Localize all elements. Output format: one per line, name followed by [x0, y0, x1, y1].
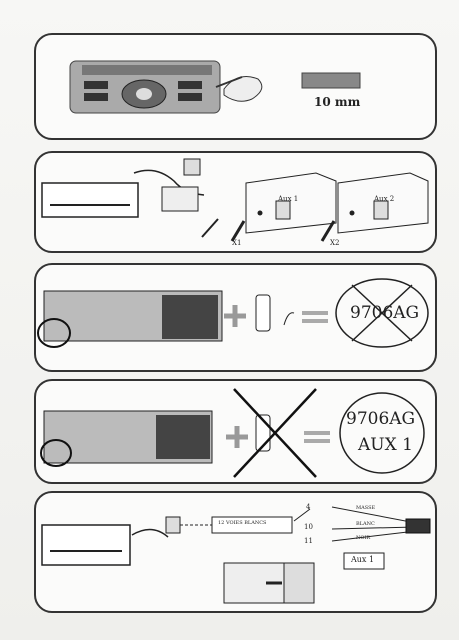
connector-wiring-illustration	[41, 158, 429, 242]
aux-left-unit	[245, 172, 337, 234]
wiring-install-illustration	[41, 506, 431, 604]
wire-4-label: MASSE	[356, 505, 376, 511]
radio-rear-incompatible-illustration	[40, 388, 425, 478]
aux-left-label: Aux 1	[278, 195, 299, 203]
step-5-panel: 12 VOIES BLANCS 4 10 11 MASSE BLANC NOIR…	[34, 491, 437, 613]
model-label: 9706AG	[350, 303, 420, 323]
box-label: 12 VOIES BLANCS	[218, 520, 267, 526]
aux-connector-icon	[405, 518, 431, 534]
radio-removal-illustration	[69, 60, 361, 114]
radio-rear-compatible-illustration	[37, 278, 429, 348]
x2-label: X2	[330, 239, 340, 247]
pin-11-label: 11	[304, 537, 313, 545]
key-tool-icon	[301, 72, 361, 89]
measure-label: 10 mm	[314, 95, 361, 109]
pin-4-label: 4	[306, 503, 311, 511]
model-label: 9706AG	[346, 409, 416, 429]
aux-right-label: Aux 2	[374, 195, 395, 203]
step-4-panel: 9706AG AUX 1	[34, 379, 437, 484]
x1-label: X1	[232, 239, 242, 247]
wire-11-label: NOIR	[356, 535, 371, 541]
wire-10-label: BLANC	[356, 521, 375, 527]
step-1-panel: 10 mm	[34, 33, 437, 140]
step-2-panel: Aux 1 Aux 2 X1 X2	[34, 151, 437, 253]
pin-10-label: 10	[304, 523, 313, 531]
aux-label: AUX 1	[358, 435, 413, 455]
phone-icon	[255, 294, 271, 332]
aux-right-unit	[337, 172, 429, 234]
aux-label: Aux 1	[351, 555, 375, 564]
step-3-panel: 9706AG	[34, 263, 437, 372]
